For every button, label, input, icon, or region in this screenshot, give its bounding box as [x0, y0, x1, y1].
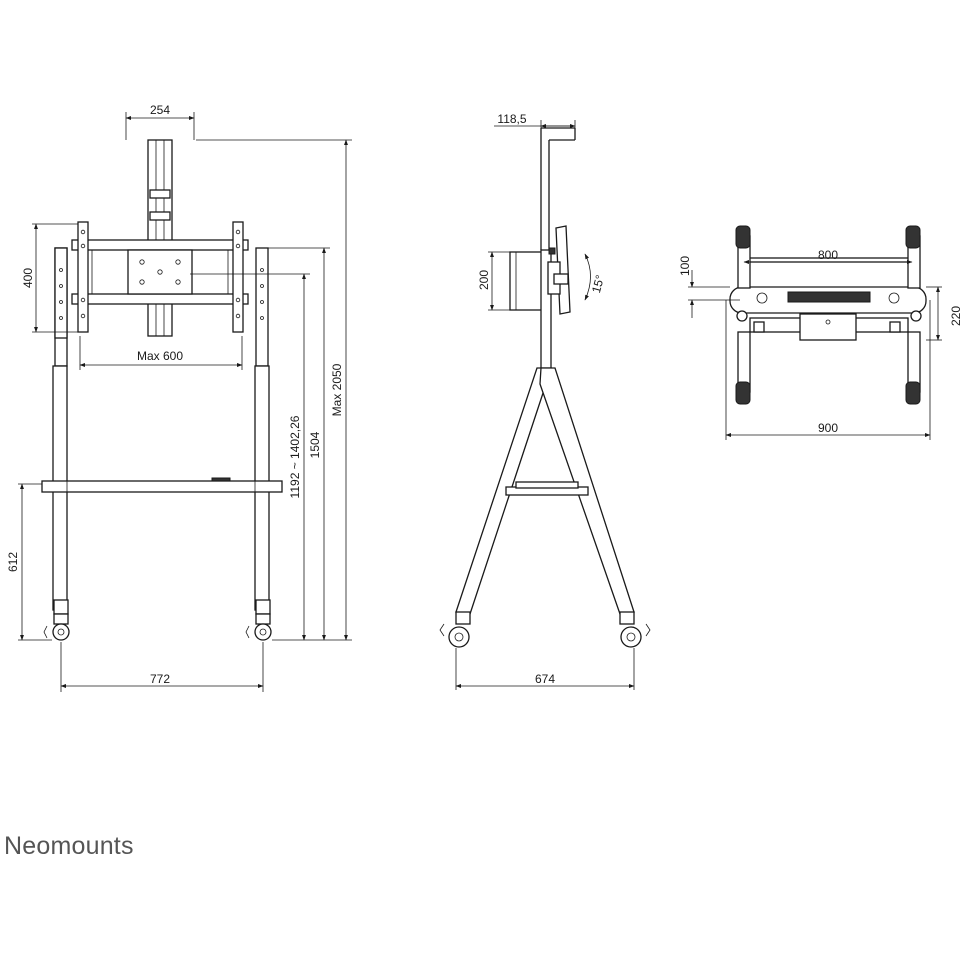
dim-tilt-15: 15°	[589, 273, 607, 294]
dim-400: 400	[21, 268, 35, 288]
tilt-arc	[584, 253, 591, 301]
side-view: 118,5 200 15° 674	[439, 112, 651, 690]
dim-max-600: Max 600	[137, 349, 183, 363]
dim-800: 800	[818, 248, 838, 262]
top-lower-bracket	[736, 310, 922, 341]
dim-772: 772	[150, 672, 170, 686]
brand-logo-text: Neomounts	[4, 832, 134, 860]
side-casters	[439, 611, 651, 648]
dim-100: 100	[678, 256, 692, 276]
dim-1504: 1504	[308, 431, 322, 458]
side-dimensions	[455, 120, 635, 690]
front-view: 254 400 Max 600 1192 ~ 1402,26 1504 Max …	[6, 103, 352, 692]
shelf-crossbar	[41, 477, 283, 493]
dim-254: 254	[150, 103, 170, 117]
vesa-bracket	[71, 239, 249, 305]
dim-max-2050: Max 2050	[330, 363, 344, 416]
side-top-hook	[540, 127, 576, 250]
top-main-bar	[729, 286, 927, 314]
dim-1192-1402: 1192 ~ 1402,26	[288, 415, 302, 498]
top-casters	[735, 225, 921, 405]
dim-200: 200	[477, 270, 491, 290]
center-column	[147, 139, 173, 337]
top-view: 800 100 220 900	[678, 225, 963, 440]
dim-118-5: 118,5	[497, 112, 526, 126]
top-dimensions	[688, 260, 942, 440]
front-casters	[43, 613, 272, 641]
dim-220: 220	[949, 306, 963, 326]
side-tilt-plate	[547, 225, 571, 315]
dim-900: 900	[818, 421, 838, 435]
front-dimensions	[18, 112, 352, 692]
side-legs	[455, 367, 635, 615]
dim-612: 612	[6, 552, 20, 572]
screen-arms	[77, 221, 244, 333]
dim-674: 674	[535, 672, 555, 686]
